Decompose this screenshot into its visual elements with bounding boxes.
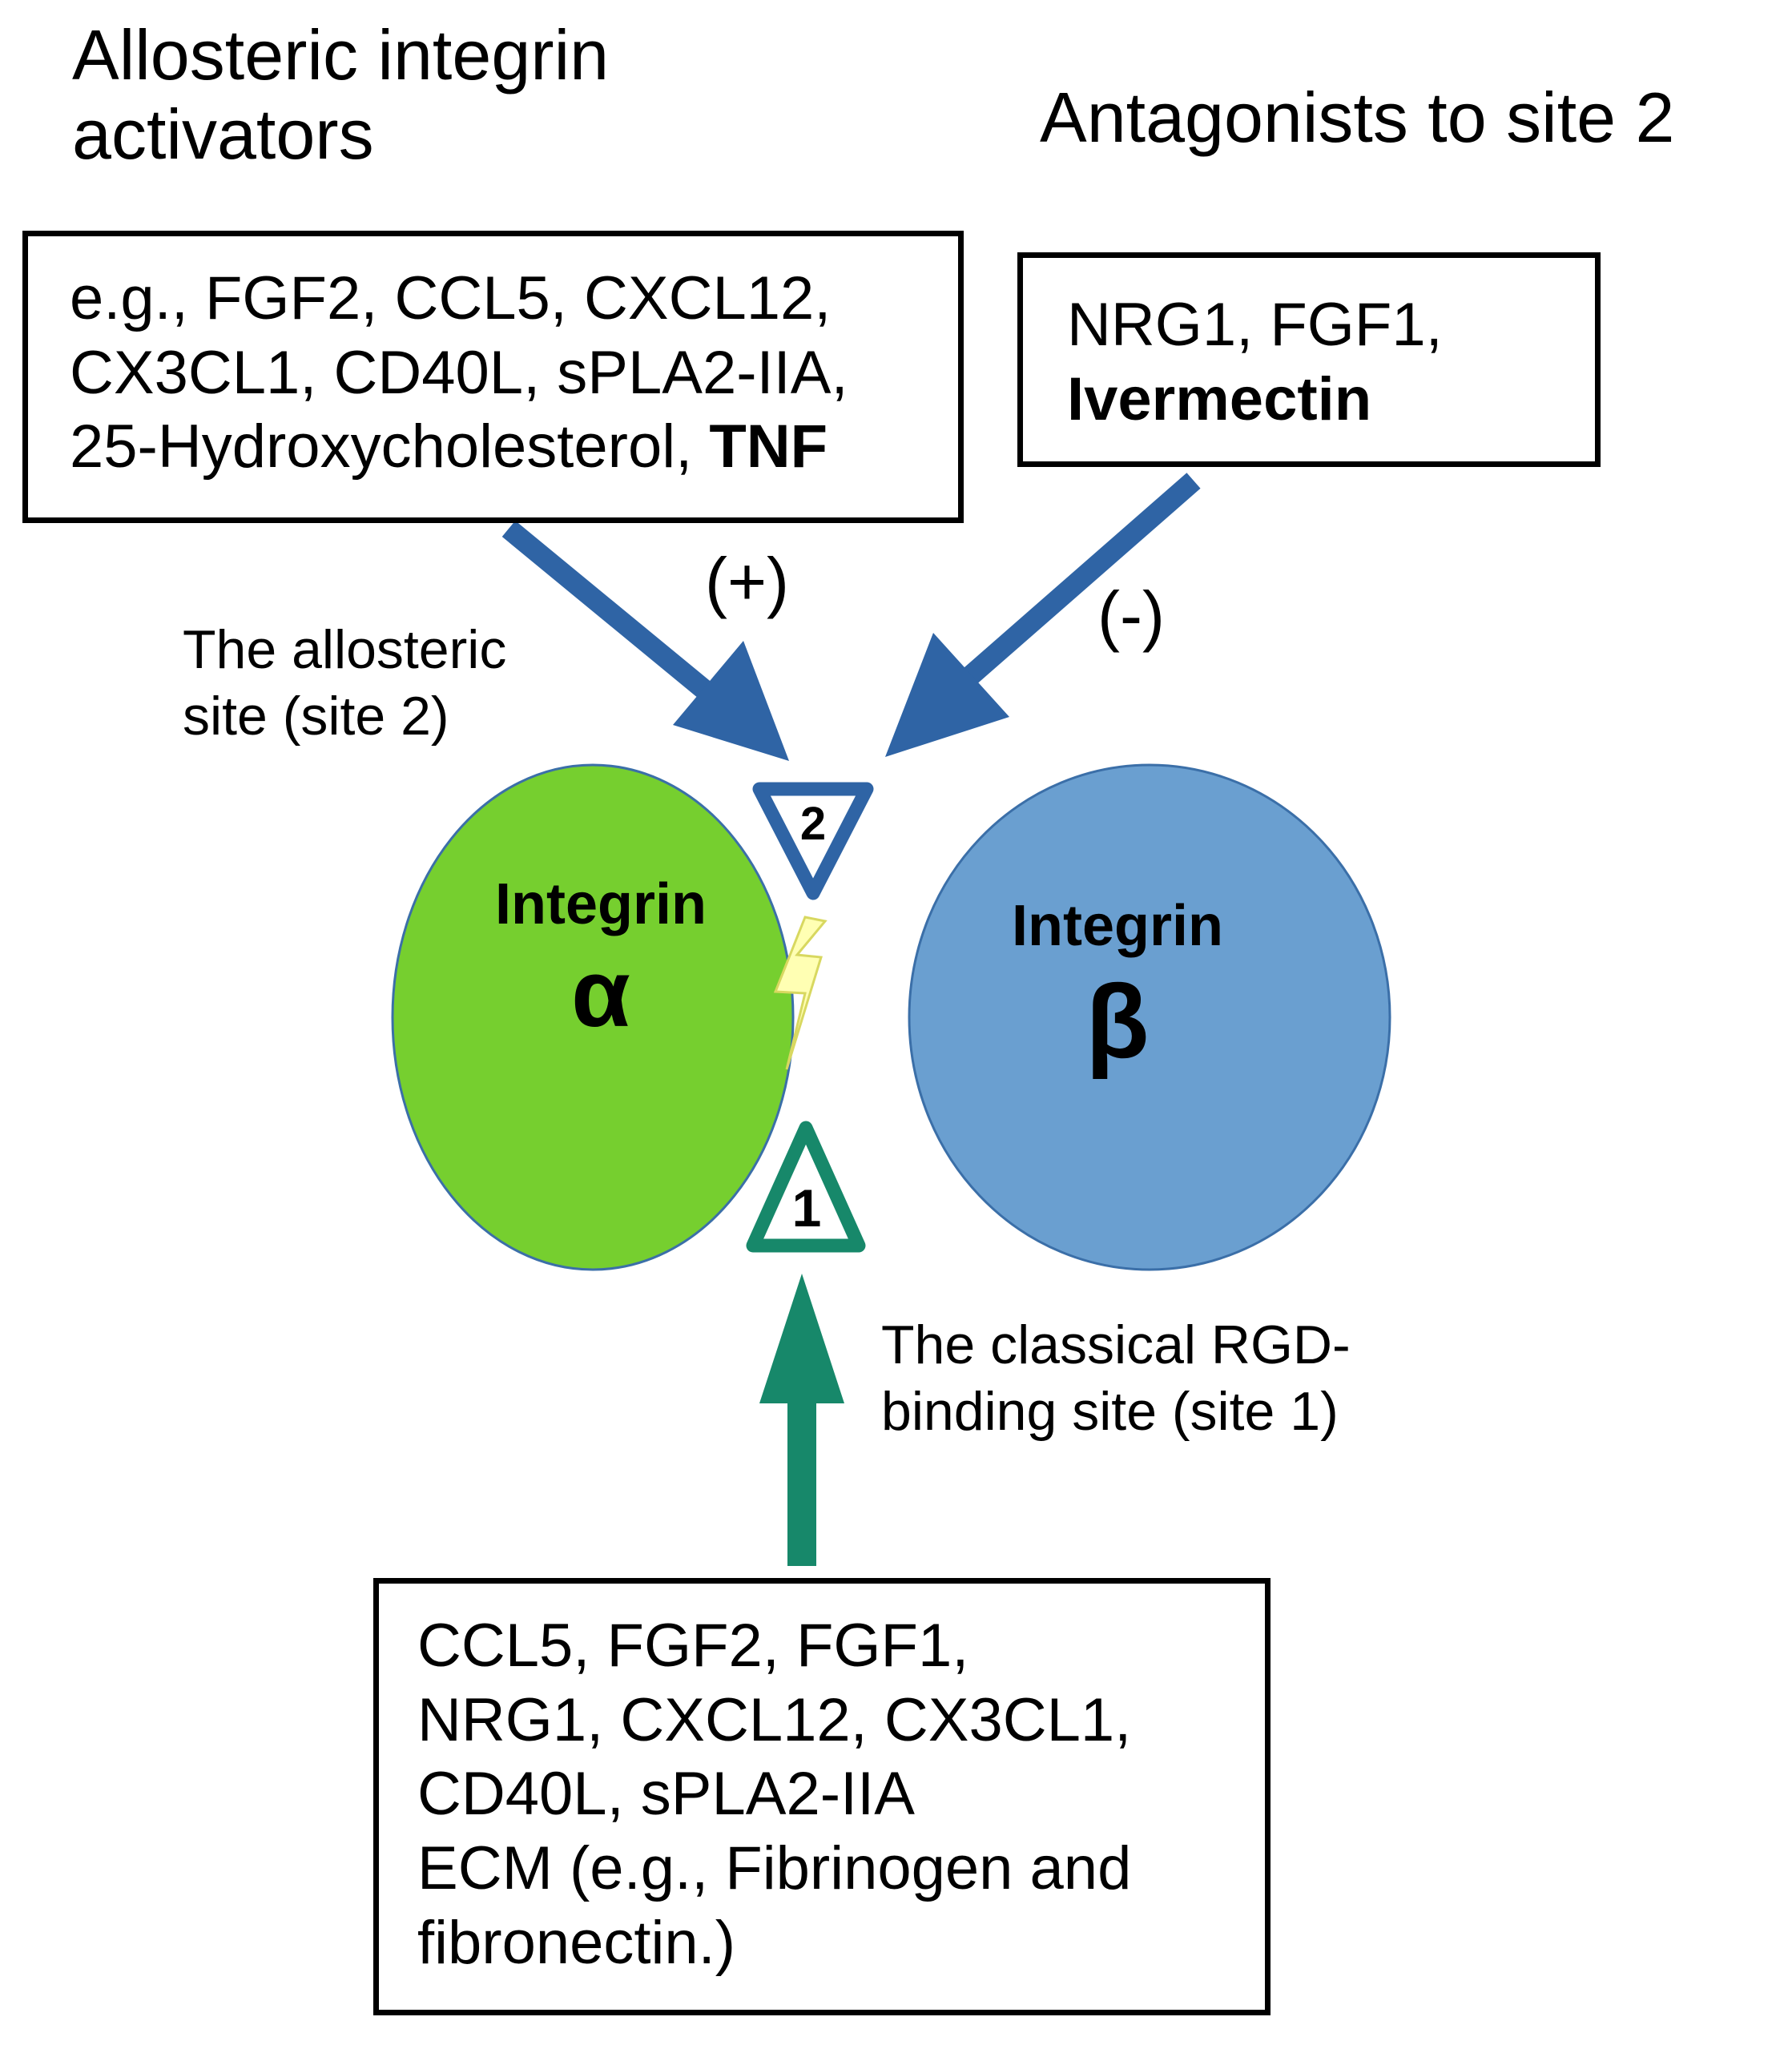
integrin-beta-title: Integrin xyxy=(1012,894,1223,958)
site2-label: The allosteric site (site 2) xyxy=(183,617,506,750)
activators-box-line: e.g., FGF2, CCL5, CXCL12, xyxy=(70,264,832,332)
site2-label-line: The allosteric xyxy=(183,619,507,680)
ligands-box-line: ECM (e.g., Fibrinogen and xyxy=(417,1834,1132,1903)
site1-label-line: The classical RGD- xyxy=(881,1314,1351,1375)
antagonists-box: NRG1, FGF1, Ivermectin xyxy=(1017,252,1601,467)
site1-number: 1 xyxy=(791,1178,822,1238)
activator-arrow xyxy=(501,520,789,761)
tnf-label: TNF xyxy=(709,413,828,481)
ligands-box-line: CD40L, sPLA2-IIA xyxy=(417,1760,915,1829)
activators-heading-line: Allosteric integrin xyxy=(72,15,610,95)
ivermectin-label: Ivermectin xyxy=(1067,364,1372,433)
rgd-ligands-box: CCL5, FGF2, FGF1, NRG1, CXCL12, CX3CL1, … xyxy=(373,1578,1271,2015)
activators-heading-line: activators xyxy=(72,94,374,174)
activators-box-text: 25-Hydroxycholesterol, xyxy=(70,413,693,481)
integrin-beta-subunit xyxy=(908,763,1391,1271)
integrin-beta-symbol: β xyxy=(1085,963,1150,1080)
lightning-bolt-icon xyxy=(773,916,828,1070)
integrin-alpha-title: Integrin xyxy=(495,872,707,936)
activators-box-line: CX3CL1, CD40L, sPLA2-IIA, xyxy=(70,338,848,407)
integrin-alpha-symbol: α xyxy=(571,940,630,1047)
rgd-ligand-arrow xyxy=(759,1274,844,1566)
activators-heading: Allosteric integrin activators xyxy=(72,15,610,174)
antagonists-box-line: NRG1, FGF1, xyxy=(1067,291,1443,359)
integrin-alpha-subunit xyxy=(391,763,795,1271)
ligands-box-line: fibronectin.) xyxy=(417,1908,736,1977)
site1-label: The classical RGD- binding site (site 1) xyxy=(881,1312,1351,1445)
site1-marker-icon xyxy=(746,1121,866,1253)
activators-box-line: 25-Hydroxycholesterol, TNF xyxy=(70,410,958,485)
antagonist-arrow xyxy=(885,473,1201,757)
activators-box: e.g., FGF2, CCL5, CXCL12, CX3CL1, CD40L,… xyxy=(22,231,964,523)
site2-marker-icon xyxy=(752,782,874,900)
site2-number: 2 xyxy=(799,798,827,850)
site2-label-line: site (site 2) xyxy=(183,685,449,747)
ligands-box-line: NRG1, CXCL12, CX3CL1, xyxy=(417,1685,1132,1754)
antagonists-heading: Antagonists to site 2 xyxy=(1040,78,1675,157)
site1-label-line: binding site (site 1) xyxy=(881,1380,1339,1442)
minus-sign-label: (-) xyxy=(1097,578,1165,653)
ligands-box-line: CCL5, FGF2, FGF1, xyxy=(417,1612,969,1680)
plus-sign-label: (+) xyxy=(705,544,789,619)
